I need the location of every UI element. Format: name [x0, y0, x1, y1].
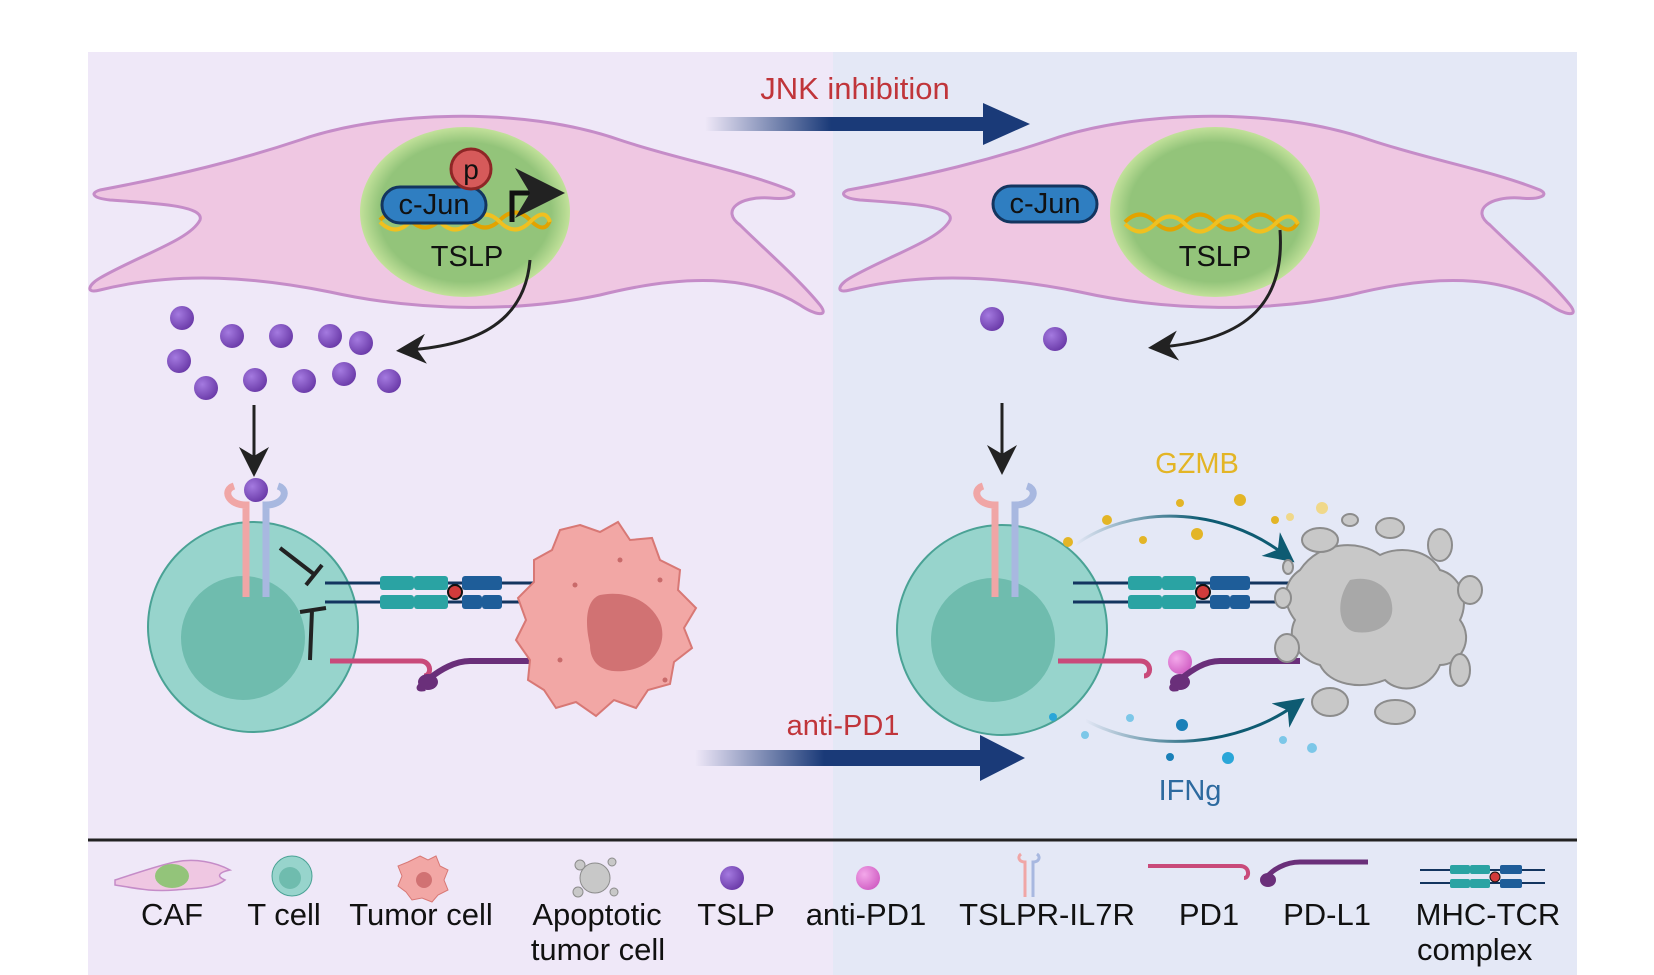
legend-icon-pd1 — [1148, 864, 1251, 880]
caf-cell-right: c-Jun TSLP — [838, 114, 1575, 361]
pd1-antipd1-pdl1-right — [1058, 650, 1300, 692]
t-cell-right — [896, 482, 1108, 736]
phospho-circle — [449, 147, 493, 191]
legend-icon-pdl1 — [1260, 859, 1368, 887]
anti-pd1-arrow — [695, 735, 1025, 781]
jnk-inhibition-arrow — [705, 103, 1030, 145]
caf-cell-left: c-Jun p TSLP — [88, 114, 825, 364]
legend-label-pdl1: PD-L1 — [1283, 897, 1371, 932]
tslp-dots-right — [980, 307, 1067, 351]
cjun-label-left: c-Jun — [399, 189, 470, 221]
jnk-inhibition-label: JNK inhibition — [760, 71, 950, 106]
nucleus-right — [1110, 127, 1320, 297]
dna-helix-right — [1123, 212, 1300, 234]
legend-label-mhc-2: complex — [1417, 932, 1533, 967]
legend-icon-receptor — [1017, 852, 1041, 897]
legend-icon-tcell — [271, 855, 313, 897]
pd1-pdl1-left — [330, 658, 545, 692]
tslp-dots-left — [167, 306, 401, 400]
apoptotic-tumor-cell — [1274, 513, 1483, 725]
gzmb-granules — [1063, 494, 1328, 547]
legend-label-pd1: PD1 — [1179, 897, 1239, 932]
anti-pd1-label: anti-PD1 — [787, 710, 900, 742]
legend-label-antipd1: anti-PD1 — [806, 897, 927, 932]
secretion-arrow-right — [1148, 229, 1282, 361]
legend-label-receptor: TSLPR-IL7R — [959, 897, 1135, 932]
legend-label-caf: CAF — [141, 897, 203, 932]
tslp-gene-label-left: TSLP — [431, 241, 504, 273]
legend: CAF T cell Tumor cell Apoptotic tumor ce… — [114, 852, 1561, 967]
legend-icon-mhc — [1420, 865, 1545, 888]
tslpr-il7r-right — [973, 482, 1037, 597]
legend-label-apoptotic: Apoptotic — [532, 897, 661, 932]
cjun-pill-left — [380, 185, 488, 225]
legend-label-mhc: MHC-TCR — [1416, 897, 1561, 932]
legend-label-tcell: T cell — [247, 897, 321, 932]
cjun-pill-right — [991, 184, 1099, 224]
transcription-arrow — [509, 168, 565, 222]
ifng-label: IFNg — [1159, 775, 1222, 807]
tslp-gene-label-right: TSLP — [1179, 241, 1252, 273]
legend-label-tslp: TSLP — [697, 897, 775, 932]
legend-label-apoptotic-2: tumor cell — [531, 932, 665, 967]
tslpr-il7r-left — [224, 478, 288, 597]
mhc-tcr-left — [325, 576, 545, 609]
ifng-arc — [1084, 697, 1305, 743]
tumor-cell — [514, 520, 698, 718]
legend-icon-tumor — [397, 855, 449, 903]
secretion-arrow-left — [396, 259, 532, 364]
legend-label-tumor: Tumor cell — [349, 897, 493, 932]
phospho-label: p — [463, 154, 479, 185]
cjun-label-right: c-Jun — [1010, 188, 1081, 220]
gzmb-label: GZMB — [1155, 448, 1239, 480]
legend-icon-antipd1 — [856, 866, 880, 890]
ifng-granules — [1049, 713, 1317, 764]
legend-icon-caf — [114, 859, 233, 892]
legend-icon-apoptotic — [572, 857, 619, 898]
mhc-tcr-right — [1073, 576, 1293, 609]
t-cell-left — [147, 478, 359, 733]
legend-icon-tslp — [720, 866, 744, 890]
gzmb-arc — [1074, 514, 1295, 563]
